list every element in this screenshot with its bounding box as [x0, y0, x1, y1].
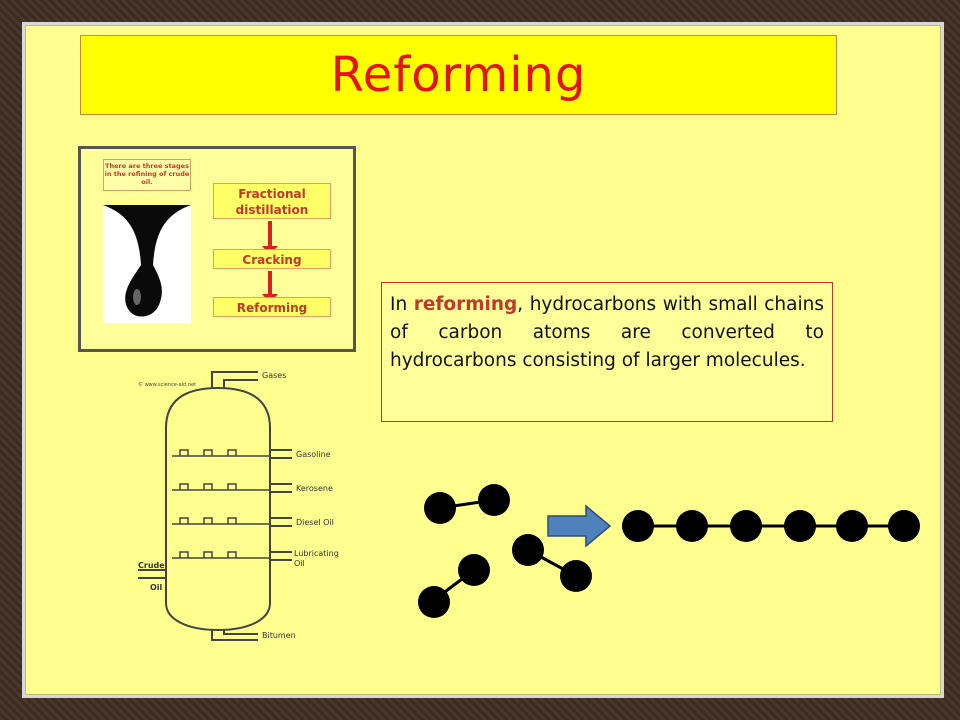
- stage-arrow-down-icon: [262, 221, 278, 255]
- output-lubricating: Lubricating: [294, 549, 339, 558]
- atom-circle-icon: [836, 510, 868, 542]
- molecule-illustration: [380, 450, 920, 650]
- atom-circle-icon: [418, 586, 450, 618]
- title-bar: Reforming: [80, 35, 837, 115]
- column-copyright: © www.science-aid.net: [138, 381, 196, 388]
- oil-drop-image: [103, 205, 191, 323]
- stage-arrow-down-icon: [262, 271, 278, 303]
- output-bitumen: Bitumen: [262, 631, 296, 640]
- reforming-description: In reforming, hydrocarbons with small ch…: [381, 282, 833, 422]
- output-gasoline: Gasoline: [296, 450, 331, 459]
- input-oil: Oil: [150, 583, 163, 592]
- atom-circle-icon: [458, 554, 490, 586]
- atom-circle-icon: [784, 510, 816, 542]
- stages-intro-text: There are three stages in the refining o…: [103, 159, 191, 191]
- atom-circle-icon: [560, 560, 592, 592]
- atom-circle-icon: [888, 510, 920, 542]
- slide-title: Reforming: [330, 47, 587, 103]
- atom-circle-icon: [478, 484, 510, 516]
- stage-fractional-distillation: Fractional distillation: [213, 183, 331, 219]
- output-kerosene: Kerosene: [296, 484, 333, 493]
- output-gases: Gases: [262, 371, 286, 380]
- description-prefix: In: [390, 294, 414, 315]
- description-keyword: reforming: [413, 294, 518, 315]
- stage-cracking: Cracking: [213, 249, 331, 269]
- output-diesel-oil: Diesel Oil: [296, 518, 334, 527]
- atom-circle-icon: [730, 510, 762, 542]
- input-crude: Crude: [138, 561, 165, 570]
- atom-circle-icon: [512, 534, 544, 566]
- stage-reforming: Reforming: [213, 297, 331, 317]
- refining-stages-diagram: There are three stages in the refining o…: [78, 146, 356, 352]
- description-suffix: , hydrocarbons with small chains of carb…: [390, 294, 824, 371]
- right-arrow-icon: [547, 504, 612, 548]
- atom-circle-icon: [622, 510, 654, 542]
- output-lubricating-oil: Oil: [294, 559, 305, 568]
- atom-circle-icon: [676, 510, 708, 542]
- atom-circle-icon: [424, 492, 456, 524]
- fractionating-column-diagram: © www.science-aid.net Gases Gasoline Ker…: [108, 358, 348, 648]
